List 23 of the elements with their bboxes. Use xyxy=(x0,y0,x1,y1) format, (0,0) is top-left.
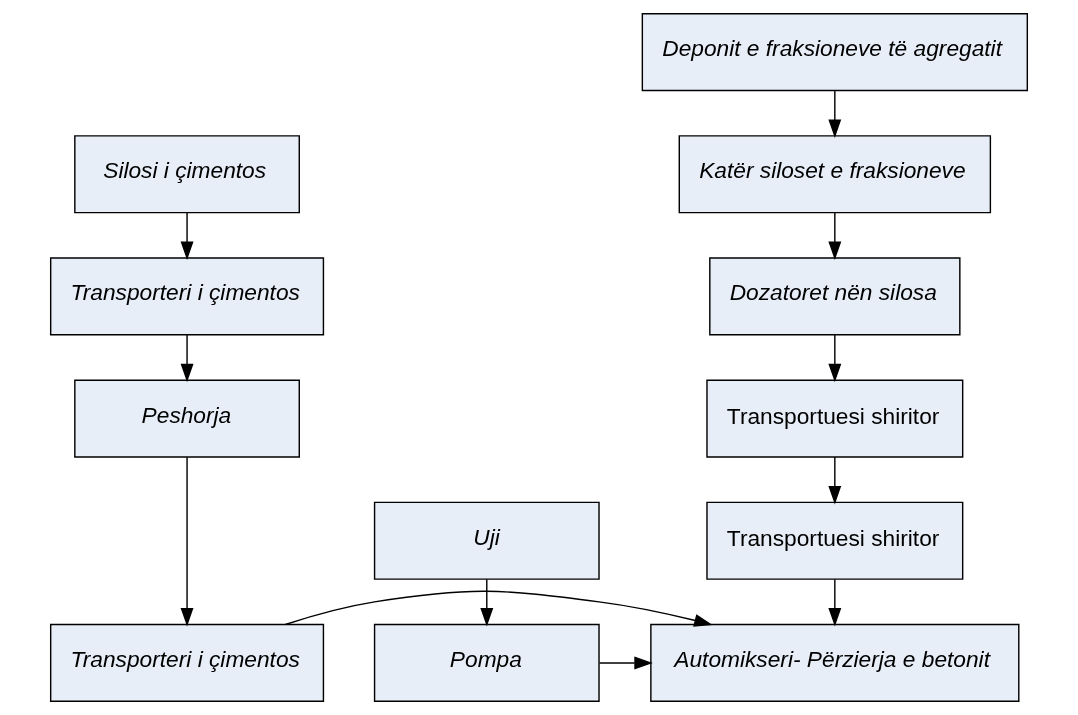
node-box: Peshorja xyxy=(74,379,300,458)
node-box: Katër siloset e fraksioneve xyxy=(678,135,992,214)
arrow xyxy=(828,89,842,138)
arrow xyxy=(480,578,494,627)
node-box: Transportuesi shiritor xyxy=(706,501,964,580)
arrow xyxy=(598,656,653,670)
arrow xyxy=(284,590,713,627)
node-box: Transporteri i çimentos xyxy=(49,257,325,336)
node-box: Transporteri i çimentos xyxy=(49,623,325,702)
node-box: Silosi i çimentos xyxy=(74,135,300,214)
arrow xyxy=(828,334,842,383)
arrow xyxy=(180,456,194,627)
node-box: Transportuesi shiritor xyxy=(706,379,964,458)
node-box: Pompa xyxy=(373,623,600,702)
arrow xyxy=(828,578,842,627)
node-box: Automikseri- Përzierja e betonit xyxy=(650,623,1020,702)
arrow xyxy=(180,212,194,261)
arrow xyxy=(828,456,842,505)
node-box: Uji xyxy=(373,501,600,580)
arrow xyxy=(828,212,842,261)
node-box: Deponit e fraksioneve të agregatit xyxy=(641,13,1029,92)
node-box: Dozatoret nën silosa xyxy=(709,257,961,336)
arrow xyxy=(180,334,194,383)
